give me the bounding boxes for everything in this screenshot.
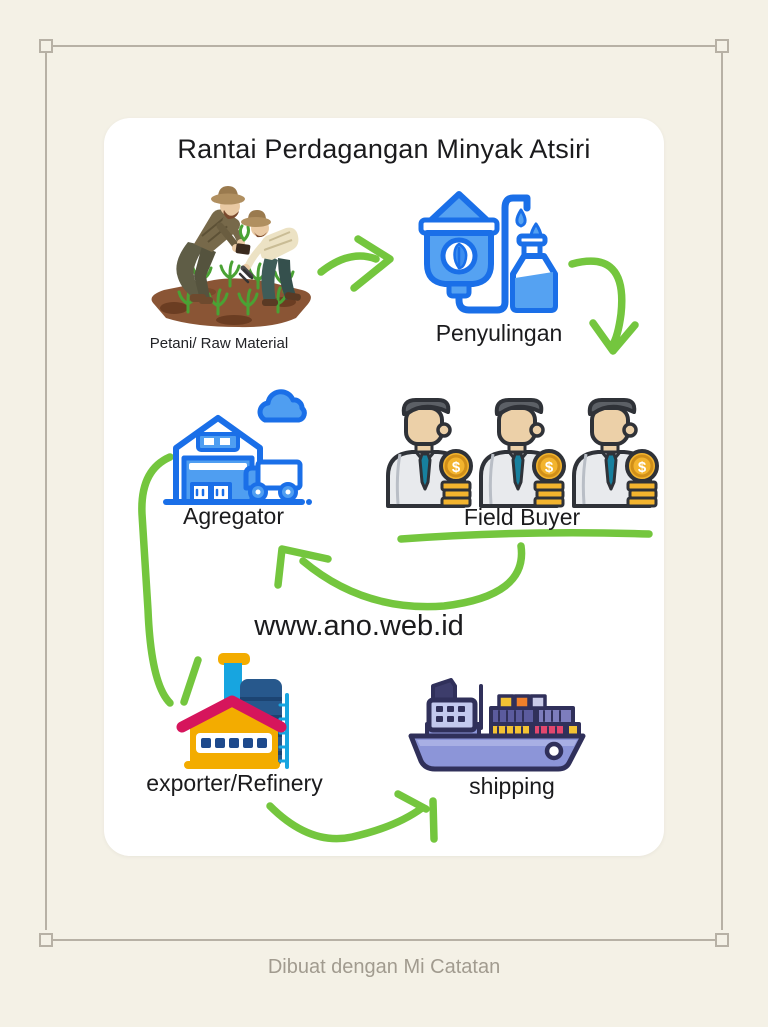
node-label-fieldbuyer: Field Buyer	[463, 504, 581, 530]
note-card: Rantai Perdagangan Minyak Atsiri	[104, 118, 664, 856]
app-attribution: Dibuat dengan Mi Catatan	[267, 956, 501, 978]
farmer-right	[238, 210, 301, 306]
factory-icon	[176, 653, 289, 769]
buyer-figure-3	[572, 398, 659, 508]
farmers-illustration	[151, 186, 311, 328]
frame-corner-ornament-bl	[39, 933, 53, 947]
distillation-icon	[418, 191, 558, 314]
frame-corner-ornament-br	[715, 933, 729, 947]
page-title: Rantai Perdagangan Minyak Atsiri	[177, 134, 591, 164]
cargo-ship-icon	[408, 678, 586, 772]
frame-corner-ornament-tr	[715, 39, 729, 53]
farmer-left	[176, 186, 251, 304]
cloud-icon	[257, 389, 307, 423]
buyer-figure-2	[479, 398, 566, 508]
node-label-exporter: exporter/Refinery	[146, 770, 323, 796]
buyers-coins-icon: $	[386, 398, 659, 508]
arrow-exporter-to-shipping	[266, 790, 438, 843]
fieldbuyer-underline	[397, 529, 653, 543]
arrow-petani-to-penyulingan	[317, 235, 394, 292]
arrow-fieldbuyer-to-agregator	[274, 542, 526, 611]
watermark-url: www.ano.web.id	[254, 610, 464, 642]
node-label-agregator: Agregator	[182, 503, 284, 529]
node-label-penyulingan: Penyulingan	[435, 320, 563, 346]
buyer-figure-1	[386, 398, 473, 508]
node-label-shipping: shipping	[469, 773, 555, 799]
frame-corner-ornament-tl	[39, 39, 53, 53]
node-label-petani: Petani/ Raw Material	[149, 335, 289, 352]
warehouse-truck-icon	[163, 389, 312, 505]
